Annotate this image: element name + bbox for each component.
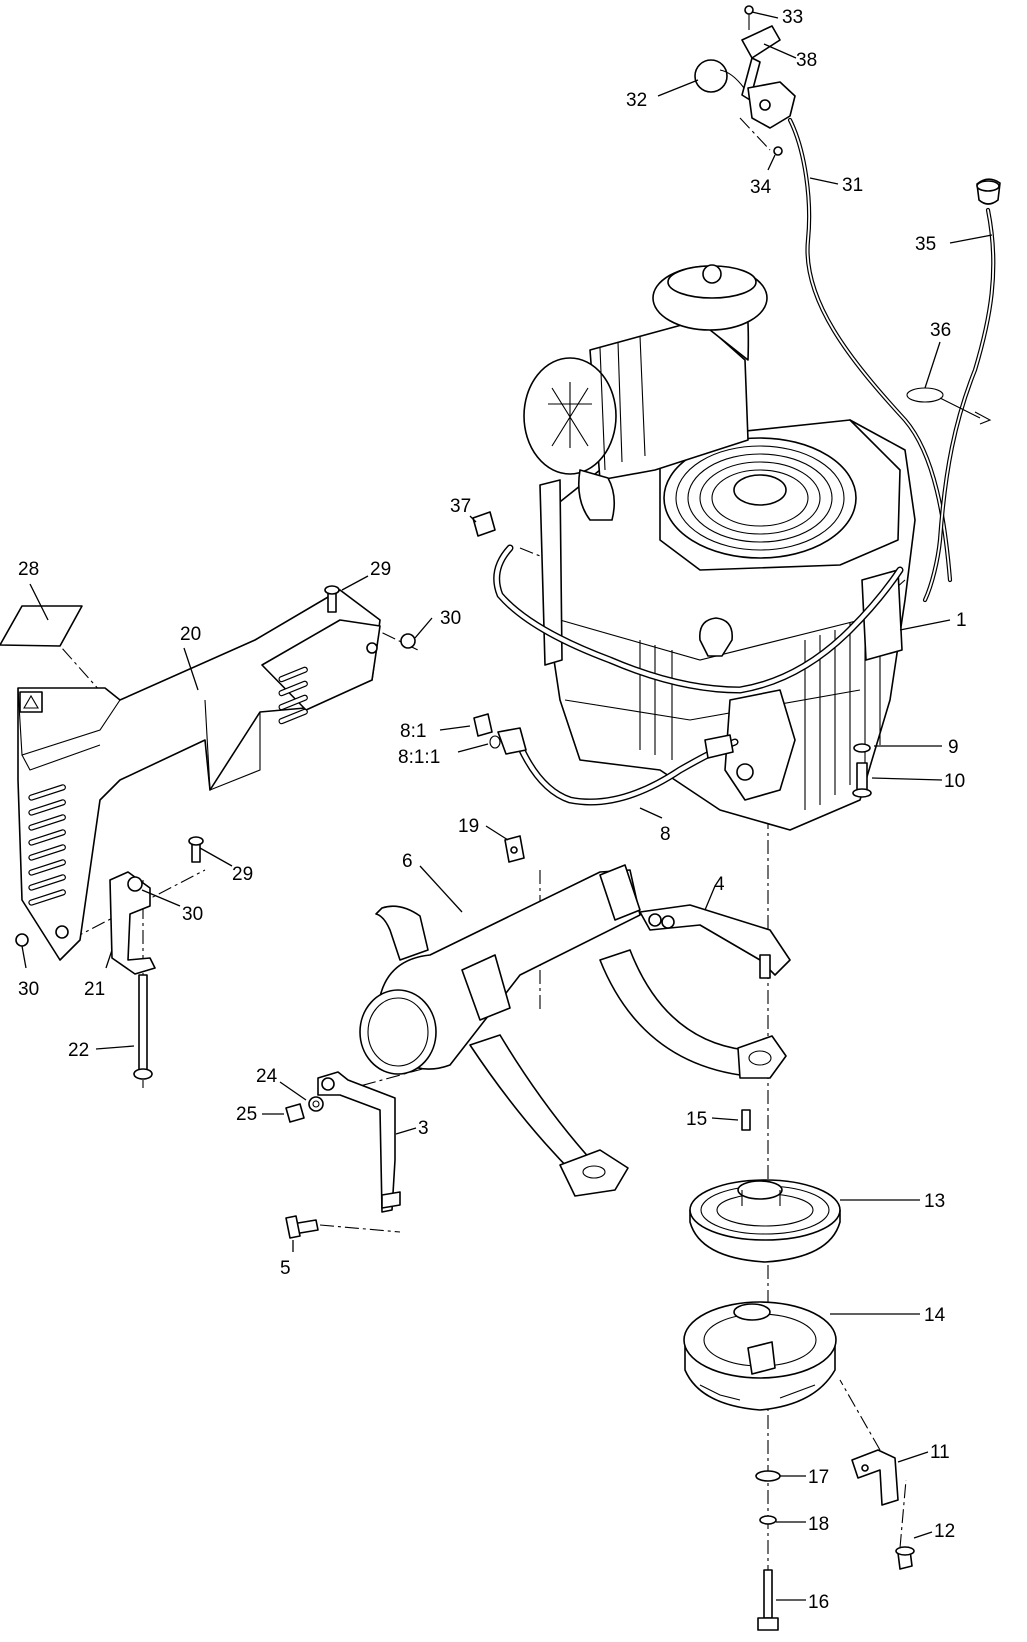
shield-bracket bbox=[15, 585, 416, 1080]
callout-31: 31 bbox=[842, 175, 863, 196]
callout-8: 8 bbox=[660, 824, 671, 845]
callout-16: 16 bbox=[808, 1592, 829, 1613]
callout-29-bottom: 29 bbox=[232, 864, 253, 885]
callout-8-1-1: 8:1:1 bbox=[398, 747, 440, 768]
callout-19: 19 bbox=[458, 816, 479, 837]
callout-20: 20 bbox=[180, 624, 201, 645]
callout-38: 38 bbox=[796, 50, 817, 71]
muffler-support-bracket bbox=[317, 1071, 396, 1213]
washer-large bbox=[755, 1470, 781, 1482]
callout-24: 24 bbox=[256, 1066, 278, 1087]
oil-drain-hose bbox=[473, 713, 739, 806]
callout-17: 17 bbox=[808, 1467, 829, 1488]
callout-8-1: 8:1 bbox=[400, 721, 426, 742]
cooling-fins bbox=[639, 600, 881, 810]
callout-3: 3 bbox=[418, 1118, 429, 1139]
pto-clutch-assembly bbox=[683, 1109, 915, 1631]
callout-6: 6 bbox=[402, 851, 413, 872]
callout-13: 13 bbox=[924, 1191, 945, 1212]
callouts: 33 38 32 34 31 35 36 37 28 29 30 20 1 8:… bbox=[18, 7, 993, 1613]
callout-30-middle: 30 bbox=[182, 904, 203, 925]
callout-9: 9 bbox=[948, 737, 959, 758]
callout-32: 32 bbox=[626, 90, 647, 111]
callout-34: 34 bbox=[750, 177, 772, 198]
callout-5: 5 bbox=[280, 1258, 291, 1279]
callout-36: 36 bbox=[930, 320, 951, 341]
engine-assembly bbox=[472, 264, 916, 831]
callout-30-top: 30 bbox=[440, 608, 461, 629]
callout-37: 37 bbox=[450, 496, 471, 517]
callout-15: 15 bbox=[686, 1109, 707, 1130]
cable-tie bbox=[906, 387, 992, 425]
decal-sheet bbox=[0, 605, 83, 647]
callout-1: 1 bbox=[956, 610, 967, 631]
callout-33: 33 bbox=[782, 7, 803, 28]
warning-decal bbox=[19, 691, 43, 713]
callout-28: 28 bbox=[18, 559, 39, 580]
choke-cable bbox=[922, 178, 1001, 603]
washer-small bbox=[759, 1515, 777, 1525]
clutch-bolt bbox=[763, 1569, 773, 1619]
callout-14: 14 bbox=[924, 1305, 946, 1326]
callout-4: 4 bbox=[714, 874, 725, 895]
callout-30-left: 30 bbox=[18, 979, 39, 1000]
muffler-assembly bbox=[285, 835, 791, 1239]
callout-22: 22 bbox=[68, 1040, 89, 1061]
callout-21: 21 bbox=[84, 979, 105, 1000]
callout-12: 12 bbox=[934, 1521, 955, 1542]
washer bbox=[853, 743, 871, 753]
throttle-control-assembly bbox=[694, 5, 953, 583]
callout-25: 25 bbox=[236, 1104, 257, 1125]
bolt bbox=[856, 762, 868, 791]
engine-shield bbox=[0, 589, 381, 961]
shield-vent-slots bbox=[28, 666, 308, 906]
callout-29-top: 29 bbox=[370, 559, 391, 580]
callout-10: 10 bbox=[944, 771, 965, 792]
key bbox=[741, 1109, 751, 1131]
callout-11: 11 bbox=[930, 1442, 950, 1463]
callout-35: 35 bbox=[915, 234, 936, 255]
callout-18: 18 bbox=[808, 1514, 829, 1535]
wire-clip bbox=[472, 511, 496, 537]
